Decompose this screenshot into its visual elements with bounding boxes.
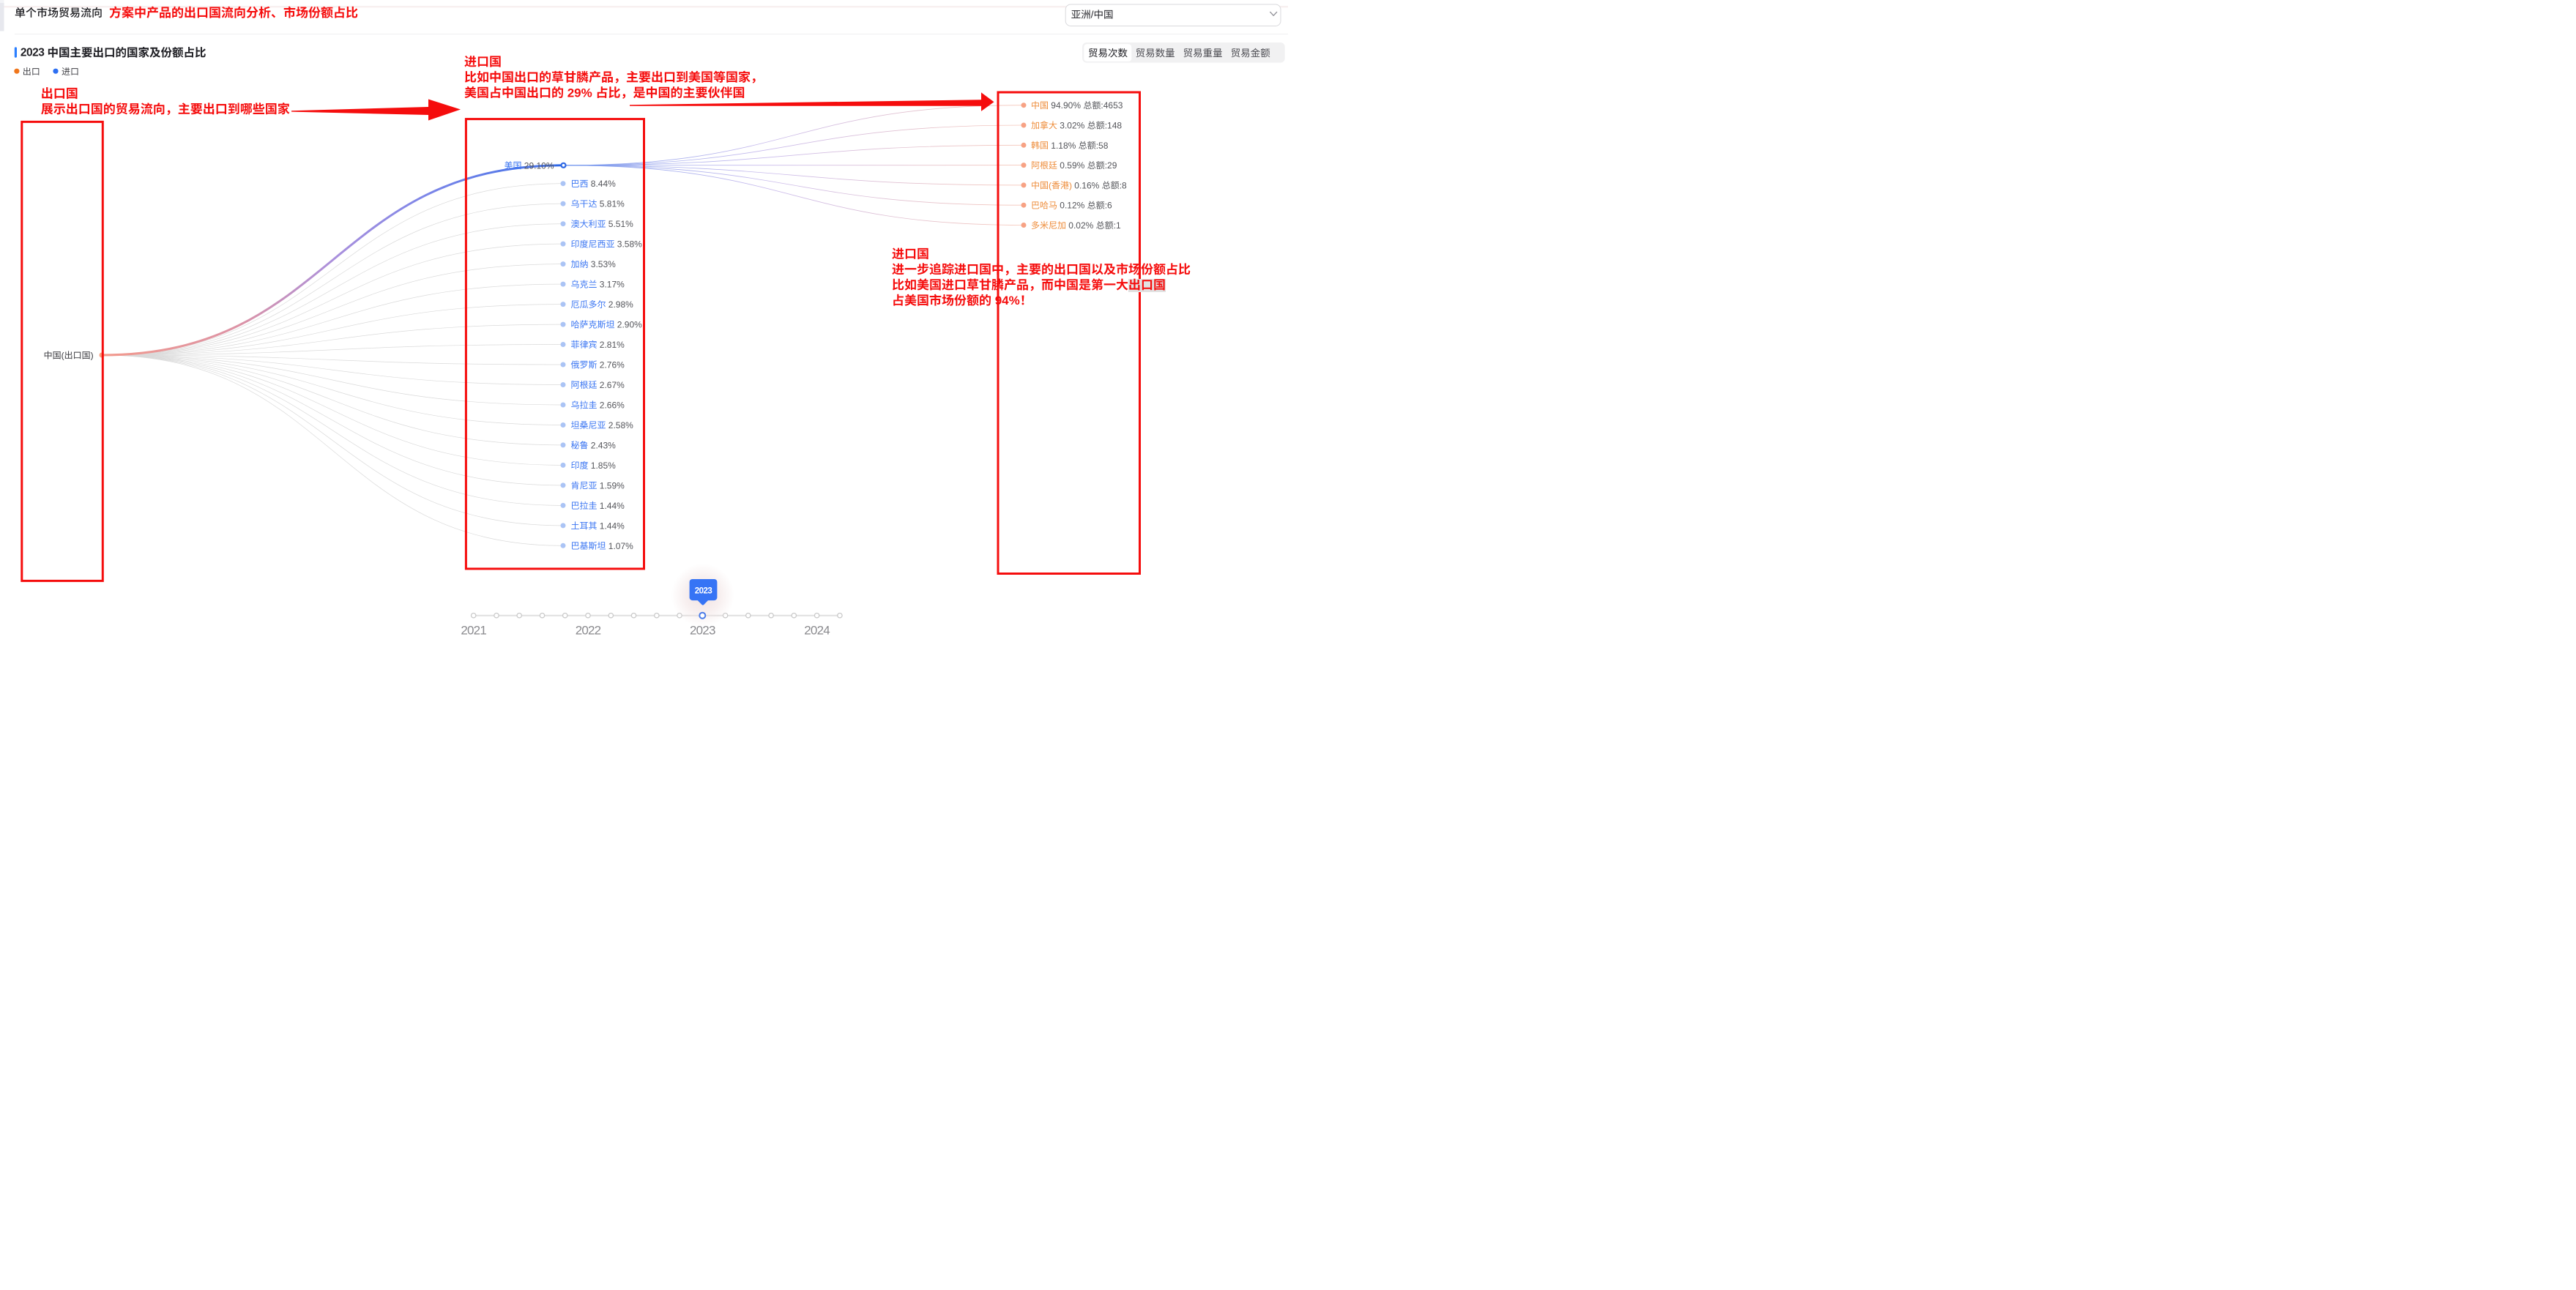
svg-text:2023: 2023 bbox=[695, 587, 712, 596]
svg-text:29.10%: 29.10% bbox=[524, 160, 554, 171]
svg-text:3.53%: 3.53% bbox=[591, 259, 616, 269]
svg-text::29: :29 bbox=[1105, 160, 1117, 171]
svg-text:2023: 2023 bbox=[21, 46, 45, 59]
svg-text:): ) bbox=[1069, 180, 1072, 190]
svg-text:2.76%: 2.76% bbox=[600, 360, 625, 370]
svg-text:2.98%: 2.98% bbox=[608, 299, 633, 310]
svg-text:0.12%: 0.12% bbox=[1060, 201, 1084, 211]
svg-text:94.90%: 94.90% bbox=[1051, 100, 1081, 111]
svg-text:2.81%: 2.81% bbox=[600, 340, 625, 350]
svg-text:5.81%: 5.81% bbox=[600, 199, 625, 209]
svg-text:94%: 94% bbox=[995, 294, 1020, 307]
svg-text::58: :58 bbox=[1096, 141, 1109, 151]
svg-text:2024: 2024 bbox=[804, 624, 830, 638]
svg-text:5.51%: 5.51% bbox=[608, 219, 633, 229]
svg-text::4653: :4653 bbox=[1101, 100, 1123, 111]
svg-text:1.18%: 1.18% bbox=[1051, 141, 1076, 151]
svg-text:0.02%: 0.02% bbox=[1068, 220, 1093, 231]
svg-text:1.44%: 1.44% bbox=[600, 501, 625, 511]
svg-text:2.66%: 2.66% bbox=[600, 400, 625, 411]
svg-text:0.59%: 0.59% bbox=[1060, 160, 1084, 171]
svg-text:29%: 29% bbox=[567, 86, 592, 100]
svg-text:2022: 2022 bbox=[576, 624, 601, 638]
svg-text:3.17%: 3.17% bbox=[600, 280, 625, 290]
svg-text:1.85%: 1.85% bbox=[591, 461, 616, 471]
svg-text:2023: 2023 bbox=[690, 624, 715, 638]
svg-text:1.59%: 1.59% bbox=[600, 480, 625, 491]
svg-text::148: :148 bbox=[1105, 121, 1123, 131]
svg-text:0.16%: 0.16% bbox=[1074, 180, 1099, 190]
svg-text:2.90%: 2.90% bbox=[617, 320, 642, 330]
svg-text:2.58%: 2.58% bbox=[608, 420, 633, 430]
svg-text:2021: 2021 bbox=[461, 624, 486, 638]
svg-text:1.44%: 1.44% bbox=[600, 521, 625, 531]
svg-text::1: :1 bbox=[1114, 220, 1121, 231]
svg-text:3.58%: 3.58% bbox=[617, 239, 642, 250]
svg-text:): ) bbox=[91, 351, 94, 361]
svg-text:/: / bbox=[1091, 10, 1094, 20]
svg-text:1.07%: 1.07% bbox=[608, 541, 633, 551]
svg-text:8.44%: 8.44% bbox=[591, 179, 616, 189]
svg-text:3.02%: 3.02% bbox=[1060, 121, 1084, 131]
svg-text:2.67%: 2.67% bbox=[600, 380, 625, 390]
svg-text::6: :6 bbox=[1105, 201, 1112, 211]
svg-text:(: ( bbox=[1049, 180, 1051, 190]
svg-text:(: ( bbox=[62, 351, 64, 361]
svg-text:2.43%: 2.43% bbox=[591, 440, 616, 450]
svg-text::8: :8 bbox=[1120, 180, 1127, 190]
